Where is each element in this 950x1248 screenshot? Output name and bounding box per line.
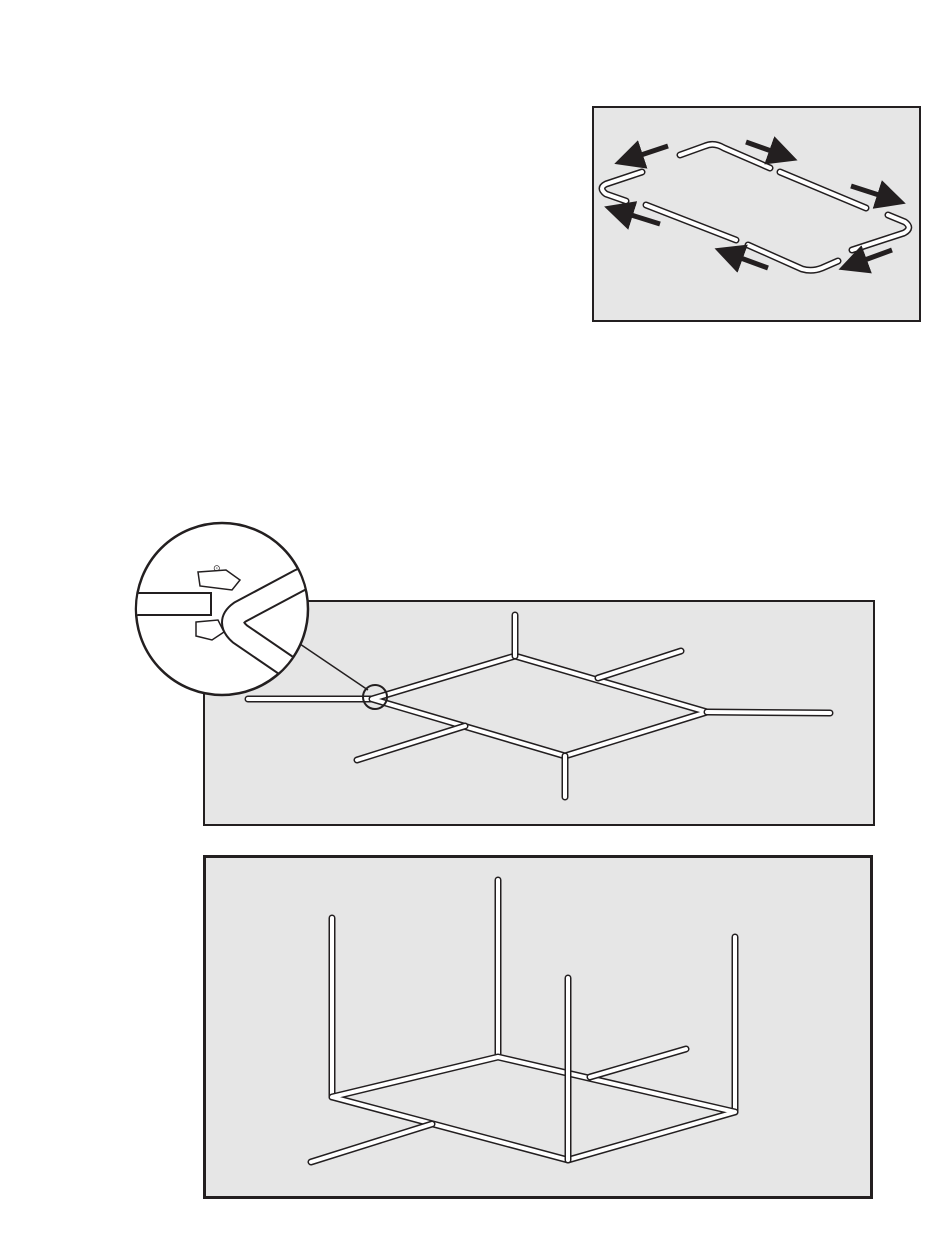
detail-glyph: ⊙ [213, 564, 221, 574]
detail-callout: ⊙ [136, 523, 387, 709]
exploded-pipes [602, 144, 909, 270]
arrow-icon [746, 142, 774, 152]
base-frame [248, 615, 830, 797]
arrow-icon [851, 186, 882, 196]
arrow-icon [628, 214, 660, 224]
arrow-icon [738, 257, 768, 268]
frame-with-legs [311, 880, 735, 1162]
arrow-icon [638, 146, 668, 156]
arrow-icon [862, 250, 892, 261]
